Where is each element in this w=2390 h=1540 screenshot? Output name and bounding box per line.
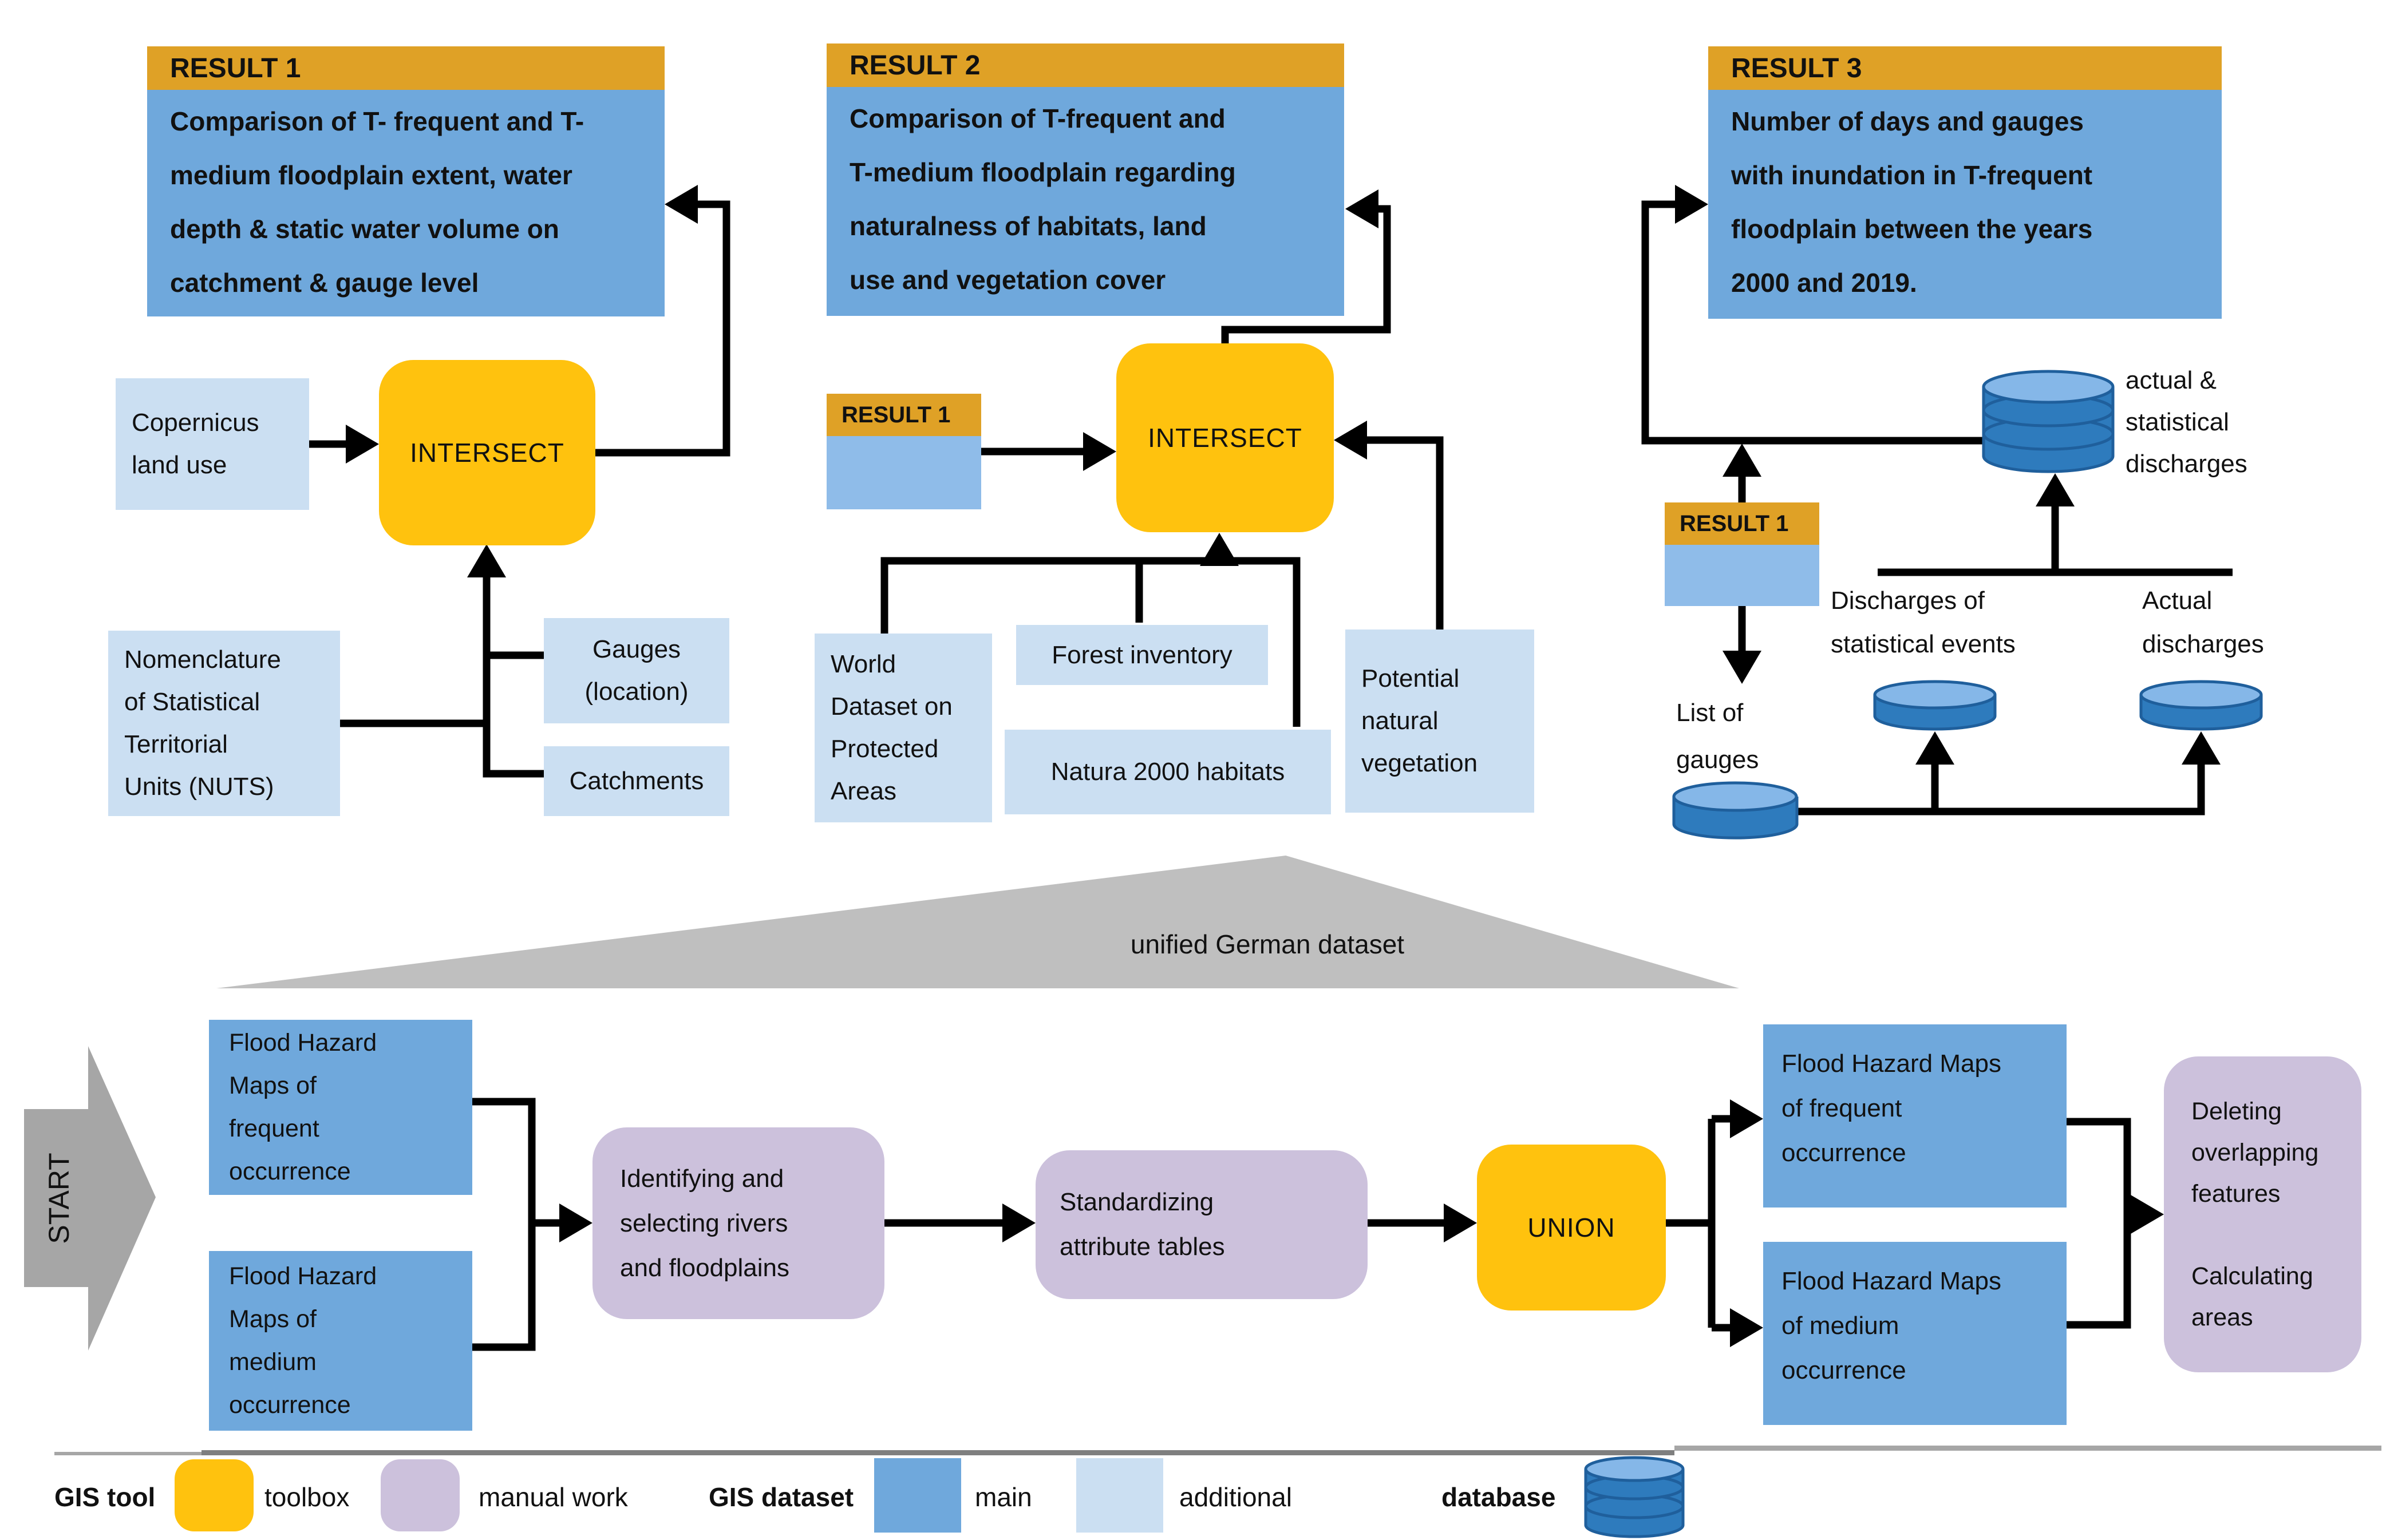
gauges-box: Gauges (location) bbox=[544, 618, 729, 723]
union-box: UNION bbox=[1477, 1145, 1666, 1311]
standardizing-box: Standardizing attribute tables bbox=[1036, 1150, 1368, 1299]
result1-header: RESULT 1 bbox=[147, 46, 665, 90]
result3-body: Number of days and gauges with inundatio… bbox=[1708, 90, 2222, 319]
actual-discharges-database-icon bbox=[2139, 680, 2263, 731]
legend-manual-swatch bbox=[381, 1459, 460, 1531]
legend-additional-label: additional bbox=[1179, 1482, 1292, 1512]
start-arrow bbox=[24, 1046, 156, 1351]
result2-box: RESULT 2 Comparison of T-frequent and T-… bbox=[827, 43, 1344, 316]
start-label: START bbox=[43, 1153, 75, 1244]
potential-vegetation-label: Potential natural vegetation bbox=[1361, 664, 1478, 777]
fhm-frequent-output-label: Flood Hazard Maps of frequent occurrence bbox=[1781, 1050, 2001, 1167]
legend-database-icon bbox=[1584, 1456, 1685, 1538]
legend-main-swatch bbox=[874, 1458, 961, 1533]
funnel-label: unified German dataset bbox=[1130, 929, 1405, 959]
intersect1-label: INTERSECT bbox=[410, 438, 564, 468]
database-label: actual & statistical discharges bbox=[2126, 366, 2247, 478]
gauges-label: Gauges (location) bbox=[584, 635, 689, 706]
legend-database-label: database bbox=[1441, 1482, 1556, 1512]
result1-ref-header: RESULT 1 bbox=[1665, 502, 1819, 545]
potential-vegetation-box: Potential natural vegetation bbox=[1345, 630, 1534, 813]
list-of-gauges-label: List of gauges bbox=[1676, 699, 1759, 774]
statistical-discharges-database-icon bbox=[1873, 680, 1997, 731]
deleting-box: Deleting overlapping features Calculatin… bbox=[2164, 1056, 2361, 1372]
funnel-shape bbox=[216, 856, 1739, 988]
result1-box: RESULT 1 Comparison of T- frequent and T… bbox=[147, 46, 665, 316]
fhm-medium-input-box: Flood Hazard Maps of medium occurrence bbox=[209, 1251, 472, 1431]
forest-inventory-label: Forest inventory bbox=[1052, 640, 1232, 669]
nuts-box: Nomenclature of Statistical Territorial … bbox=[108, 631, 340, 816]
fhm-medium-output-box: Flood Hazard Maps of medium occurrence bbox=[1763, 1242, 2067, 1425]
standardizing-label: Standardizing attribute tables bbox=[1060, 1188, 1225, 1261]
copernicus-box: Copernicus land use bbox=[116, 378, 309, 510]
discharges-statistical-label: Discharges of statistical events bbox=[1831, 587, 2016, 658]
natura-label: Natura 2000 habitats bbox=[1050, 758, 1285, 786]
result1-ref-body bbox=[1665, 545, 1819, 606]
result2-body: Comparison of T-frequent and T-medium fl… bbox=[827, 87, 1344, 316]
world-dataset-box: World Dataset on Protected Areas bbox=[815, 634, 992, 822]
legend-main-label: main bbox=[975, 1482, 1032, 1512]
legend-gis-dataset-label: GIS dataset bbox=[709, 1482, 854, 1512]
copernicus-label: Copernicus land use bbox=[132, 409, 259, 479]
connectors bbox=[309, 200, 2233, 1351]
fhm-medium-output-label: Flood Hazard Maps of medium occurrence bbox=[1781, 1267, 2001, 1384]
result1-body: Comparison of T- frequent and T- medium … bbox=[147, 90, 665, 316]
result2-header: RESULT 2 bbox=[827, 43, 1344, 87]
legend-manual-work-label: manual work bbox=[479, 1482, 628, 1512]
intersect2-label: INTERSECT bbox=[1148, 423, 1302, 453]
gauges-database-icon bbox=[1672, 781, 1799, 840]
database-icon bbox=[1982, 370, 2115, 473]
nuts-label: Nomenclature of Statistical Territorial … bbox=[124, 646, 281, 801]
natura-box: Natura 2000 habitats bbox=[1005, 730, 1331, 814]
fhm-frequent-input-box: Flood Hazard Maps of frequent occurrence bbox=[209, 1020, 472, 1195]
deleting-label: Deleting overlapping features Calculatin… bbox=[2191, 1098, 2319, 1331]
result1-ref-box-col3: RESULT 1 bbox=[1665, 502, 1819, 606]
arrowheads bbox=[346, 185, 2221, 1347]
identifying-label: Identifying and selecting rivers and flo… bbox=[620, 1164, 790, 1282]
intersect2-box: INTERSECT bbox=[1116, 343, 1334, 532]
result1-ref-header: RESULT 1 bbox=[827, 394, 981, 436]
result3-header: RESULT 3 bbox=[1708, 46, 2222, 90]
legend-gis-tool-label: GIS tool bbox=[54, 1482, 156, 1512]
legend-additional-swatch bbox=[1076, 1458, 1163, 1533]
fhm-medium-input-label: Flood Hazard Maps of medium occurrence bbox=[229, 1262, 377, 1419]
fhm-frequent-output-box: Flood Hazard Maps of frequent occurrence bbox=[1763, 1024, 2067, 1208]
legend-toolbox-swatch bbox=[175, 1459, 254, 1531]
intersect1-box: INTERSECT bbox=[379, 360, 595, 545]
result1-ref-box-col2: RESULT 1 bbox=[827, 394, 981, 509]
union-label: UNION bbox=[1527, 1213, 1615, 1242]
catchments-box: Catchments bbox=[544, 746, 729, 816]
actual-discharges-label: Actual discharges bbox=[2142, 587, 2264, 658]
legend-rule bbox=[54, 1446, 2381, 1455]
forest-inventory-box: Forest inventory bbox=[1016, 625, 1268, 685]
result3-box: RESULT 3 Number of days and gauges with … bbox=[1708, 46, 2222, 319]
legend-toolbox-label: toolbox bbox=[264, 1482, 350, 1512]
result1-ref-body bbox=[827, 436, 981, 509]
fhm-frequent-input-label: Flood Hazard Maps of frequent occurrence bbox=[229, 1029, 377, 1185]
world-dataset-label: World Dataset on Protected Areas bbox=[831, 650, 953, 805]
catchments-label: Catchments bbox=[569, 767, 704, 795]
identifying-box: Identifying and selecting rivers and flo… bbox=[592, 1127, 884, 1319]
